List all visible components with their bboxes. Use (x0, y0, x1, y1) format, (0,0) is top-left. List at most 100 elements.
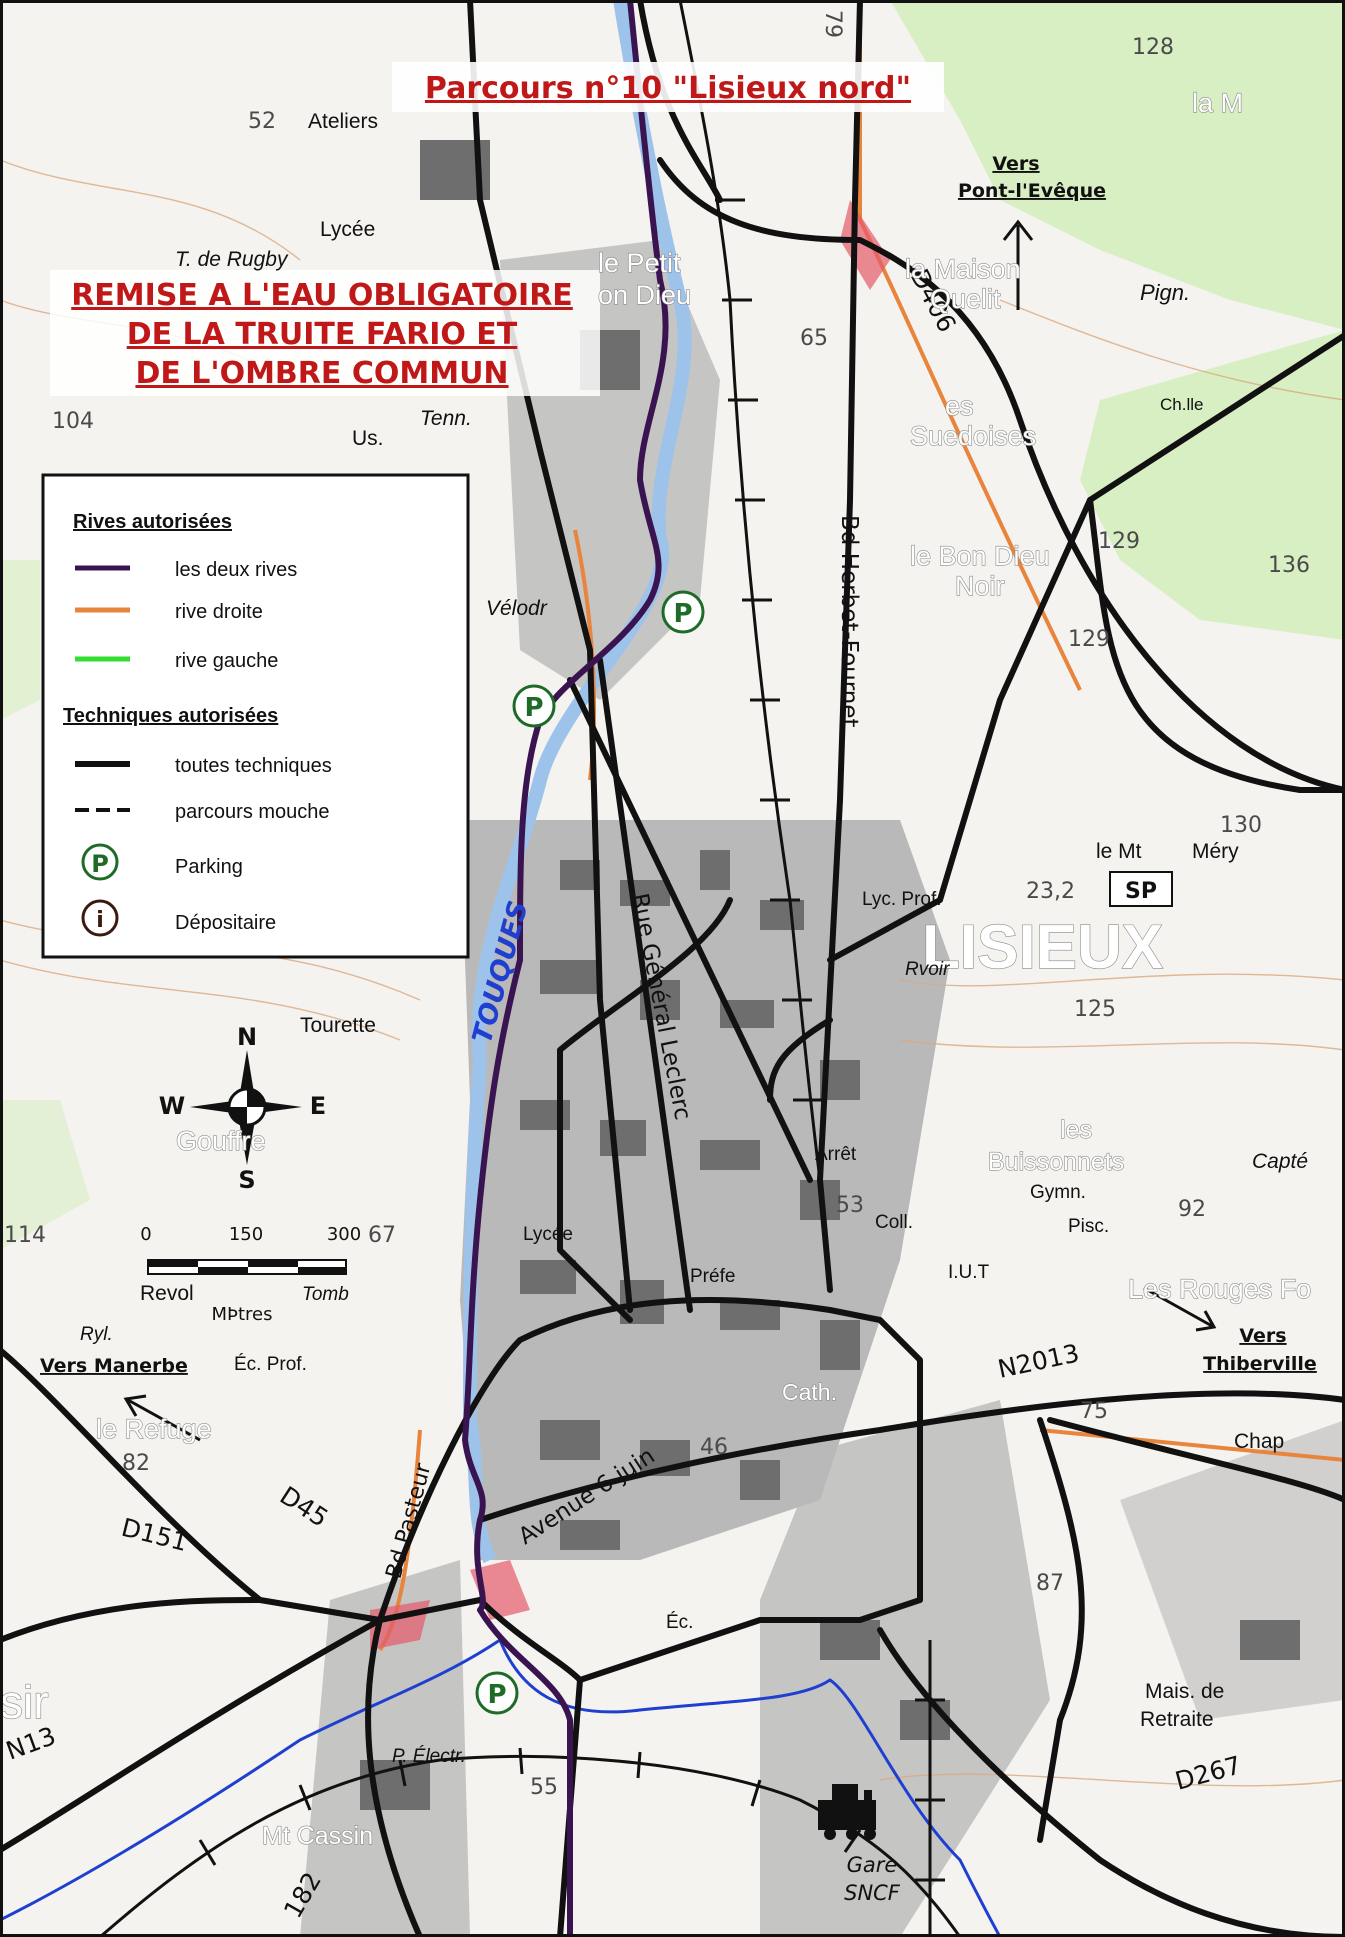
direction-pont-leveque: Vers Pont-l'Evêque (958, 153, 1106, 310)
direction-thiberville: Vers Thiberville (1143, 1286, 1317, 1375)
legend-techniques-title: Techniques autorisées (63, 705, 278, 727)
direction-manerbe: Vers Manerbe (40, 1355, 201, 1442)
elevation-label: 53 (836, 1193, 864, 1218)
legend-box (41, 473, 470, 959)
elevation-label: 82 (122, 1451, 150, 1476)
scale-tick-0: 0 (140, 1224, 151, 1245)
elevation-label: 130 (1220, 813, 1262, 838)
compass-east: E (310, 1092, 326, 1120)
elevation-label: 67 (368, 1223, 396, 1248)
elevation-label: 104 (52, 409, 94, 434)
compass-north: N (237, 1023, 257, 1051)
legend-label-rive-droite: rive droite (175, 601, 263, 623)
elevation-label: 79 (820, 10, 845, 38)
gare-line1: Gare (847, 1853, 898, 1877)
place-label: Les Rouges Fo (1128, 1274, 1311, 1304)
arrow-down-right-icon (1143, 1286, 1213, 1328)
place-label: Méry (1192, 840, 1239, 863)
place-label: Pisc. (1068, 1216, 1109, 1237)
legend: Rives autorisées les deux rives rive dro… (41, 473, 470, 959)
place-label: Us. (352, 427, 384, 450)
place-label: Suedoises (910, 421, 1036, 451)
map-title: Parcours n°10 "Lisieux nord" (425, 71, 911, 106)
compass-west: W (159, 1092, 185, 1120)
elevation-label: 23,2 (1026, 879, 1075, 904)
warning-line-1: REMISE A L'EAU OBLIGATOIRE (71, 278, 573, 313)
place-label: Gouffre (176, 1126, 266, 1156)
place-label: on Dieu (598, 280, 691, 310)
elevation-label: 87 (1036, 1571, 1064, 1596)
legend-label-parcours-mouche: parcours mouche (175, 801, 330, 823)
direction-thib-line2: Thiberville (1203, 1353, 1317, 1375)
town-lisieux: LISIEUX (922, 913, 1163, 982)
place-label: Ch.lle (1160, 395, 1203, 414)
arrow-up-left-icon (127, 1398, 201, 1442)
elevation-label: 129 (1098, 529, 1140, 554)
place-label: P. Électr. (392, 1746, 466, 1767)
place-label: Mais. de (1145, 1680, 1224, 1703)
place-label: Ateliers (308, 110, 378, 133)
place-label: Tourette (300, 1014, 376, 1037)
place-label: Pign. (1140, 280, 1190, 305)
place-label: la Maison (905, 254, 1021, 284)
place-label: Coll. (875, 1212, 913, 1233)
warning-line-3: DE L'OMBRE COMMUN (135, 356, 508, 391)
warning-background (50, 270, 600, 396)
direction-pont-line2: Pont-l'Evêque (958, 180, 1106, 202)
svg-text:i: i (96, 908, 104, 933)
svg-text:P: P (487, 1680, 506, 1710)
place-label: la M (1192, 88, 1243, 118)
parking-icon: P (475, 1671, 519, 1715)
svg-text:P: P (524, 693, 543, 723)
parking-icon: P (512, 684, 556, 728)
place-label: Vélodr (486, 597, 548, 620)
place-label: Lycée (320, 218, 375, 241)
scale-bar: 0 150 300 MÞtres (140, 1224, 361, 1325)
place-label: Éc. Prof. (234, 1354, 307, 1375)
compass-icon (190, 1050, 302, 1165)
place-label: Rvoir (905, 959, 950, 980)
elevation-label: 65 (800, 326, 828, 351)
place-label: Retraite (1140, 1708, 1214, 1731)
blue-stream (0, 1637, 1002, 1937)
place-label: Noir (955, 571, 1005, 601)
place-label: I.U.T (948, 1262, 990, 1283)
place-label: Gymn. (1030, 1182, 1086, 1203)
elevation-label: 128 (1132, 35, 1174, 60)
elevation-label: 75 (1080, 1399, 1108, 1424)
compass-rose: N S W E (159, 1023, 326, 1194)
sp-badge (1109, 871, 1173, 907)
place-label: Tenn. (420, 407, 472, 430)
place-label: les (1060, 1116, 1092, 1144)
direction-thib-line1: Vers (1239, 1325, 1286, 1347)
legend-label-deux-rives: les deux rives (175, 559, 297, 581)
warning-line-2: DE LA TRUITE FARIO ET (127, 317, 518, 352)
place-label: Mt Cassin (262, 1822, 373, 1850)
place-label: Cath. (782, 1379, 837, 1405)
place-label: Capté (1252, 1150, 1308, 1173)
legend-rives-title: Rives autorisées (73, 511, 232, 533)
direction-pont-line1: Vers (992, 153, 1039, 175)
gare-line2: SNCF (844, 1881, 901, 1905)
scale-unit: MÞtres (212, 1304, 273, 1325)
direction-manerbe-label: Vers Manerbe (40, 1355, 188, 1377)
place-label: le Refuge (96, 1414, 212, 1444)
place-label: le Petit (598, 248, 681, 278)
elevation-label: 46 (700, 1435, 728, 1460)
elevation-label: 114 (4, 1223, 46, 1248)
elevation-label: 129 (1068, 627, 1110, 652)
place-label: Éc. (666, 1612, 693, 1633)
map-title-background (392, 62, 944, 112)
train-icon (818, 1784, 876, 1840)
warning-block: REMISE A L'EAU OBLIGATOIRE DE LA TRUITE … (50, 270, 600, 396)
elevation-labels: 52 104 65 79 128 129 129 136 130 23,2 12… (4, 10, 1310, 1800)
place-label: Chap (1234, 1430, 1284, 1453)
place-label: T. de Rugby (175, 248, 289, 271)
place-label: Tomb (302, 1284, 349, 1305)
place-label: sir (0, 1676, 49, 1728)
place-label: Lycée (523, 1224, 573, 1245)
compass-south: S (238, 1166, 255, 1194)
elevation-label: 125 (1074, 997, 1116, 1022)
